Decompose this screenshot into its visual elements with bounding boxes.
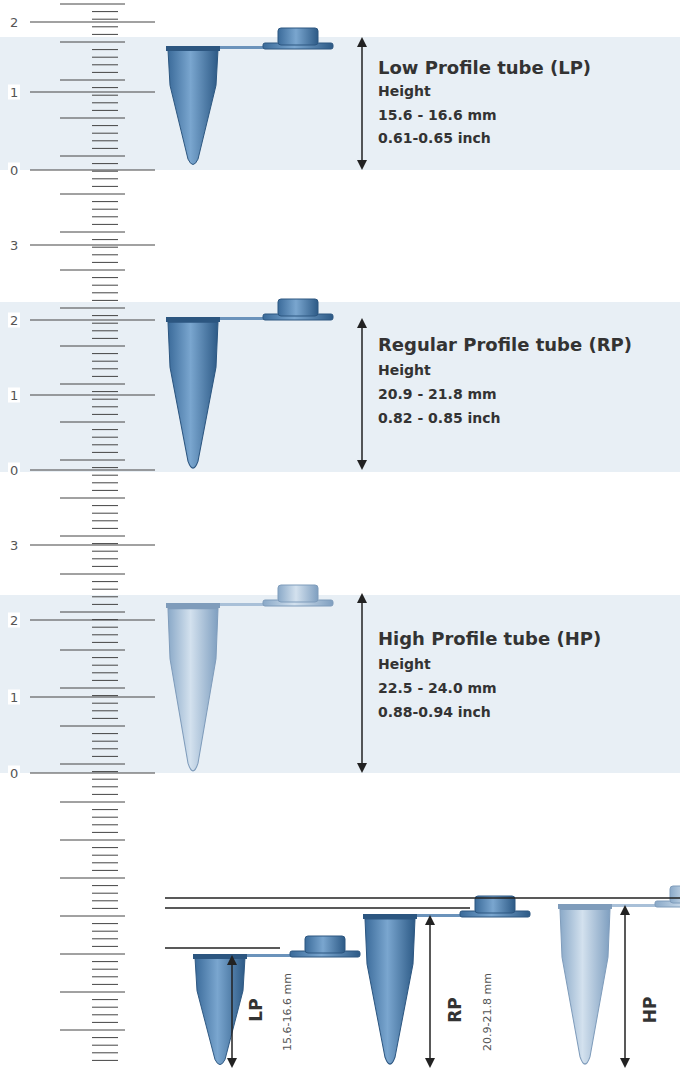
tube-heading: Low Profile tube (LP) [378,57,591,78]
tube-spec: Height [378,362,431,378]
ruler-number: 1 [8,690,20,705]
ruler-number: 1 [8,388,20,403]
ruler-number: 3 [8,538,20,553]
tube-spec: 0.88-0.94 inch [378,704,491,720]
ruler-number: 0 [8,463,20,478]
tube-band: Regular Profile tube (RP) Height 20.9 - 21… [0,302,680,472]
ruler-number: 2 [8,613,20,628]
tube-spec: Height [378,83,431,99]
tube-heading: High Profile tube (HP) [378,628,601,649]
dimension-label: LP [246,998,266,1021]
tube-spec: Height [378,656,431,672]
tube-spec: 22.5 - 24.0 mm [378,680,497,696]
ruler-number: 0 [8,766,20,781]
dimension-label: HP [640,997,660,1024]
ruler-number: 0 [8,163,20,178]
ruler-number: 2 [8,15,20,30]
ruler-number: 3 [8,238,20,253]
dimension-label: 20.9-21.8 mm [481,973,494,1051]
tube-spec: 20.9 - 21.8 mm [378,386,497,402]
ruler-number: 2 [8,313,20,328]
dimension-label: RP [445,997,465,1023]
tube-spec: 0.82 - 0.85 inch [378,410,501,426]
dimension-label: 15.6-16.6 mm [281,973,294,1051]
tube-spec: 0.61-0.65 inch [378,130,491,146]
tube-spec: 15.6 - 16.6 mm [378,107,497,123]
ruler-number: 1 [8,85,20,100]
tube-heading: Regular Profile tube (RP) [378,334,632,355]
tube-band: High Profile tube (HP) Height 22.5 - 24.0 … [0,595,680,773]
